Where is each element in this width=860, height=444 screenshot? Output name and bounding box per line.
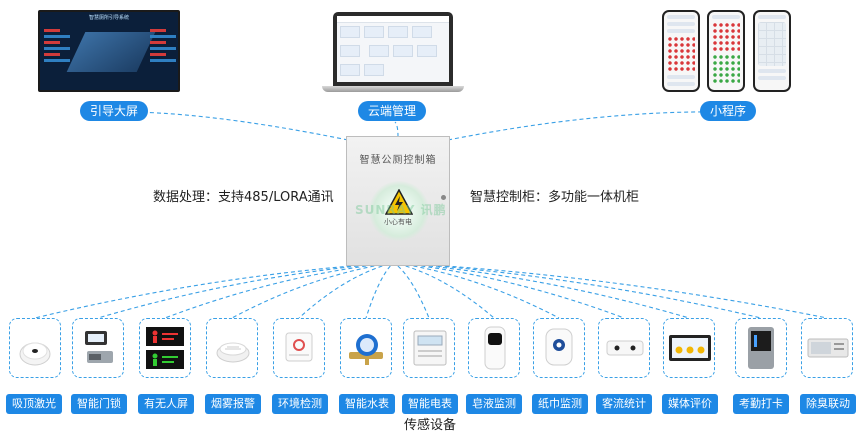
attendance-terminal-icon[interactable] [735, 318, 787, 378]
device-label-soap[interactable]: 皂液监测 [466, 394, 522, 414]
device-label-deodorize[interactable]: 除臭联动 [800, 394, 856, 414]
link-device-smoke [231, 265, 375, 319]
link-guide-screen [109, 111, 349, 141]
device-label-paper[interactable]: 纸巾监测 [532, 394, 588, 414]
phone-image-2 [707, 10, 745, 92]
link-device-lock [97, 265, 359, 319]
link-mini-program [447, 111, 725, 141]
guide-screen-left-panel [44, 26, 70, 86]
left-caption: 数据处理：支持485/LORA通讯 [153, 190, 334, 205]
bottom-caption: 传感设备 [403, 418, 456, 433]
device-label-lock[interactable]: 智能门锁 [71, 394, 127, 414]
deodorizer-icon[interactable] [801, 318, 853, 378]
device-label-passenger[interactable]: 客流统计 [596, 394, 652, 414]
link-device-electric [397, 265, 430, 319]
guide-screen-title: 智慧厕所引导系统 [88, 15, 129, 21]
link-device-evaluation [429, 265, 690, 319]
link-device-occupancy [164, 265, 367, 319]
link-device-paper [413, 265, 560, 319]
evaluation-screen-icon[interactable] [663, 318, 715, 378]
control-box-title: 智慧公厕控制箱 [359, 155, 437, 166]
device-label-evaluation[interactable]: 媒体评价 [662, 394, 718, 414]
link-device-water [365, 265, 391, 319]
smoke-detector-icon[interactable] [206, 318, 258, 378]
cloud-label[interactable]: 云端管理 [358, 101, 427, 121]
link-device-laser [34, 265, 351, 319]
link-device-attendance [437, 265, 762, 319]
right-caption: 智慧控制柜：多功能一体机柜 [470, 190, 640, 205]
people-counter-icon[interactable] [598, 318, 650, 378]
electric-meter-icon[interactable] [403, 318, 455, 378]
link-device-env [298, 265, 383, 319]
device-label-water[interactable]: 智能水表 [339, 394, 395, 414]
device-label-electric[interactable]: 智能电表 [402, 394, 458, 414]
water-meter-icon[interactable] [340, 318, 392, 378]
control-box: 智慧公厕控制箱 小心有电 SUNRAY 讯鹏 [346, 136, 450, 266]
box-lock-icon [441, 195, 446, 200]
device-label-laser[interactable]: 吸顶激光 [6, 394, 62, 414]
phone-image-1 [662, 10, 700, 92]
laptop-base [322, 86, 464, 92]
link-device-passenger [421, 265, 625, 319]
paper-towel-icon[interactable] [533, 318, 585, 378]
ceiling-laser-icon[interactable] [9, 318, 61, 378]
link-cloud [394, 121, 399, 138]
phone-image-3 [753, 10, 791, 92]
link-device-deodorize [445, 265, 828, 319]
mini-program-label[interactable]: 小程序 [700, 101, 757, 121]
guide-screen-image: 智慧厕所引导系统 [38, 10, 180, 92]
soap-dispenser-icon[interactable] [468, 318, 520, 378]
device-label-attendance[interactable]: 考勤打卡 [733, 394, 789, 414]
laptop-image [333, 12, 453, 86]
guide-screen-label[interactable]: 引导大屏 [80, 101, 149, 121]
high-voltage-warning-icon [385, 189, 413, 215]
sunray-watermark: SUNRAY 讯鹏 [355, 203, 447, 217]
device-label-env[interactable]: 环境检测 [272, 394, 328, 414]
warning-label: 小心有电 [384, 218, 412, 226]
device-label-occupancy[interactable]: 有无人屏 [138, 394, 194, 414]
cloud-dashboard [337, 16, 449, 82]
occupancy-display-icon[interactable] [139, 318, 191, 378]
device-label-smoke[interactable]: 烟雾报警 [205, 394, 261, 414]
guide-screen-floorplan [66, 32, 156, 72]
environment-sensor-icon[interactable] [273, 318, 325, 378]
door-lock-icon[interactable] [72, 318, 124, 378]
guide-screen-right-panel [150, 26, 176, 86]
link-device-soap [405, 265, 495, 319]
